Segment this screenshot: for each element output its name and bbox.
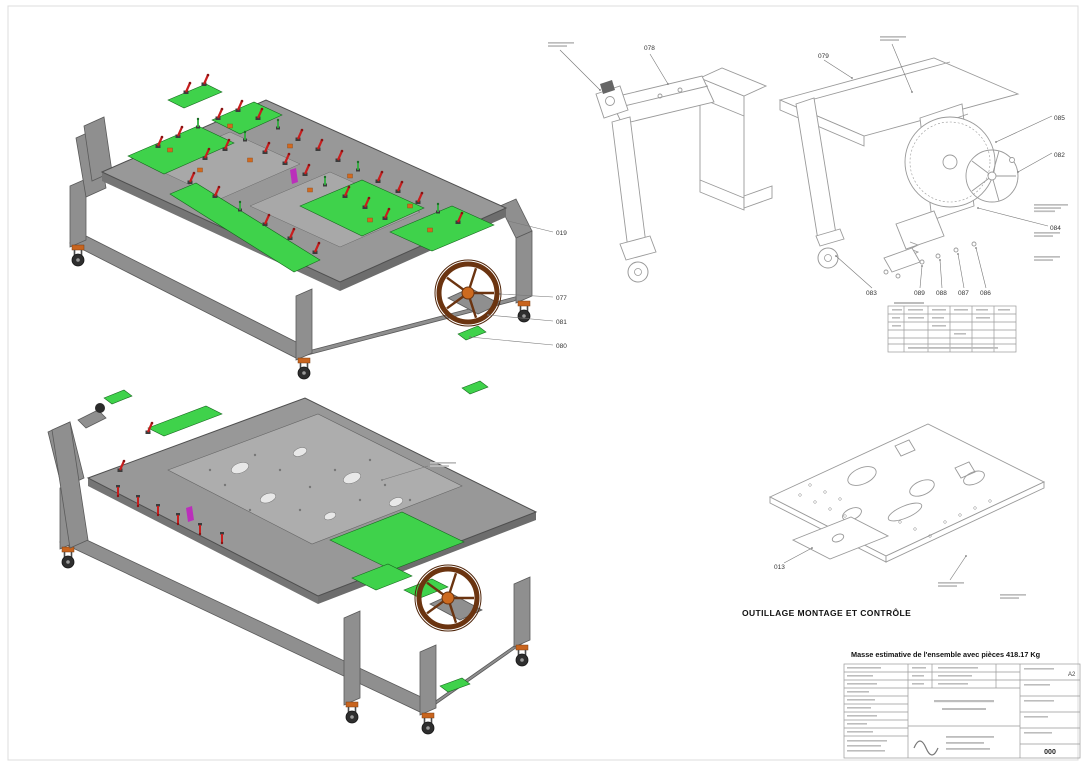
callout-089: 089 (914, 290, 925, 297)
parts-table (887, 302, 1017, 353)
plate-cutouts (231, 447, 403, 521)
callout-086: 086 (980, 290, 991, 297)
sheet-size-label: A2 (1068, 672, 1076, 678)
callout-084: 084 (1050, 225, 1061, 232)
axis-note (1034, 232, 1060, 237)
magenta-gauge (290, 168, 298, 184)
clamp-hook (600, 80, 615, 94)
indexing-wheel-2 (415, 565, 481, 631)
callout-087: 087 (958, 290, 969, 297)
callout-088: 088 (936, 290, 947, 297)
spring-note (1034, 256, 1060, 261)
magenta-gauge-2 (186, 506, 194, 522)
drawing-number: 000 (1044, 749, 1056, 756)
callout-081: 081 (556, 319, 567, 326)
callout-077: 077 (556, 295, 567, 302)
handwheel (965, 149, 1019, 203)
plate-view-holes (798, 483, 992, 538)
callout-079: 079 (818, 53, 829, 60)
rack-note (880, 36, 906, 41)
callout-083: 083 (866, 290, 877, 297)
plate-note-1 (938, 582, 964, 587)
callout-082: 082 (1054, 152, 1065, 159)
title-block: 000 (843, 663, 1081, 759)
view-assembled-fixture (69, 72, 533, 395)
indexing-wheel (435, 260, 501, 326)
company-logo (913, 740, 939, 756)
view-base-plate: 013 (768, 423, 1046, 599)
mass-note: Masse estimative de l'ensemble avec pièc… (851, 650, 1040, 659)
callout-080: 080 (556, 343, 567, 350)
ground-note (548, 42, 574, 47)
retention-note (1034, 204, 1068, 213)
callout-078: 078 (644, 45, 655, 52)
sheet-border (7, 5, 1079, 761)
detail-handwheel: 079 085 082 084 083 089 088 087 086 (778, 36, 1068, 297)
detail-corner-caster: 078 (548, 42, 773, 283)
callout-019: 019 (556, 230, 567, 237)
drawing-title: OUTILLAGE MONTAGE ET CONTRÔLE (742, 607, 911, 618)
plate-holes (208, 453, 412, 512)
tow-hook (95, 403, 105, 413)
callouts-assembled-view: 019 077 081 080 (469, 220, 567, 350)
callout-013: 013 (774, 564, 785, 571)
plate-view-cutouts (842, 466, 985, 522)
callout-085: 085 (1054, 115, 1065, 122)
plate-note-2 (1000, 594, 1026, 599)
view-bare-frame (47, 389, 538, 735)
